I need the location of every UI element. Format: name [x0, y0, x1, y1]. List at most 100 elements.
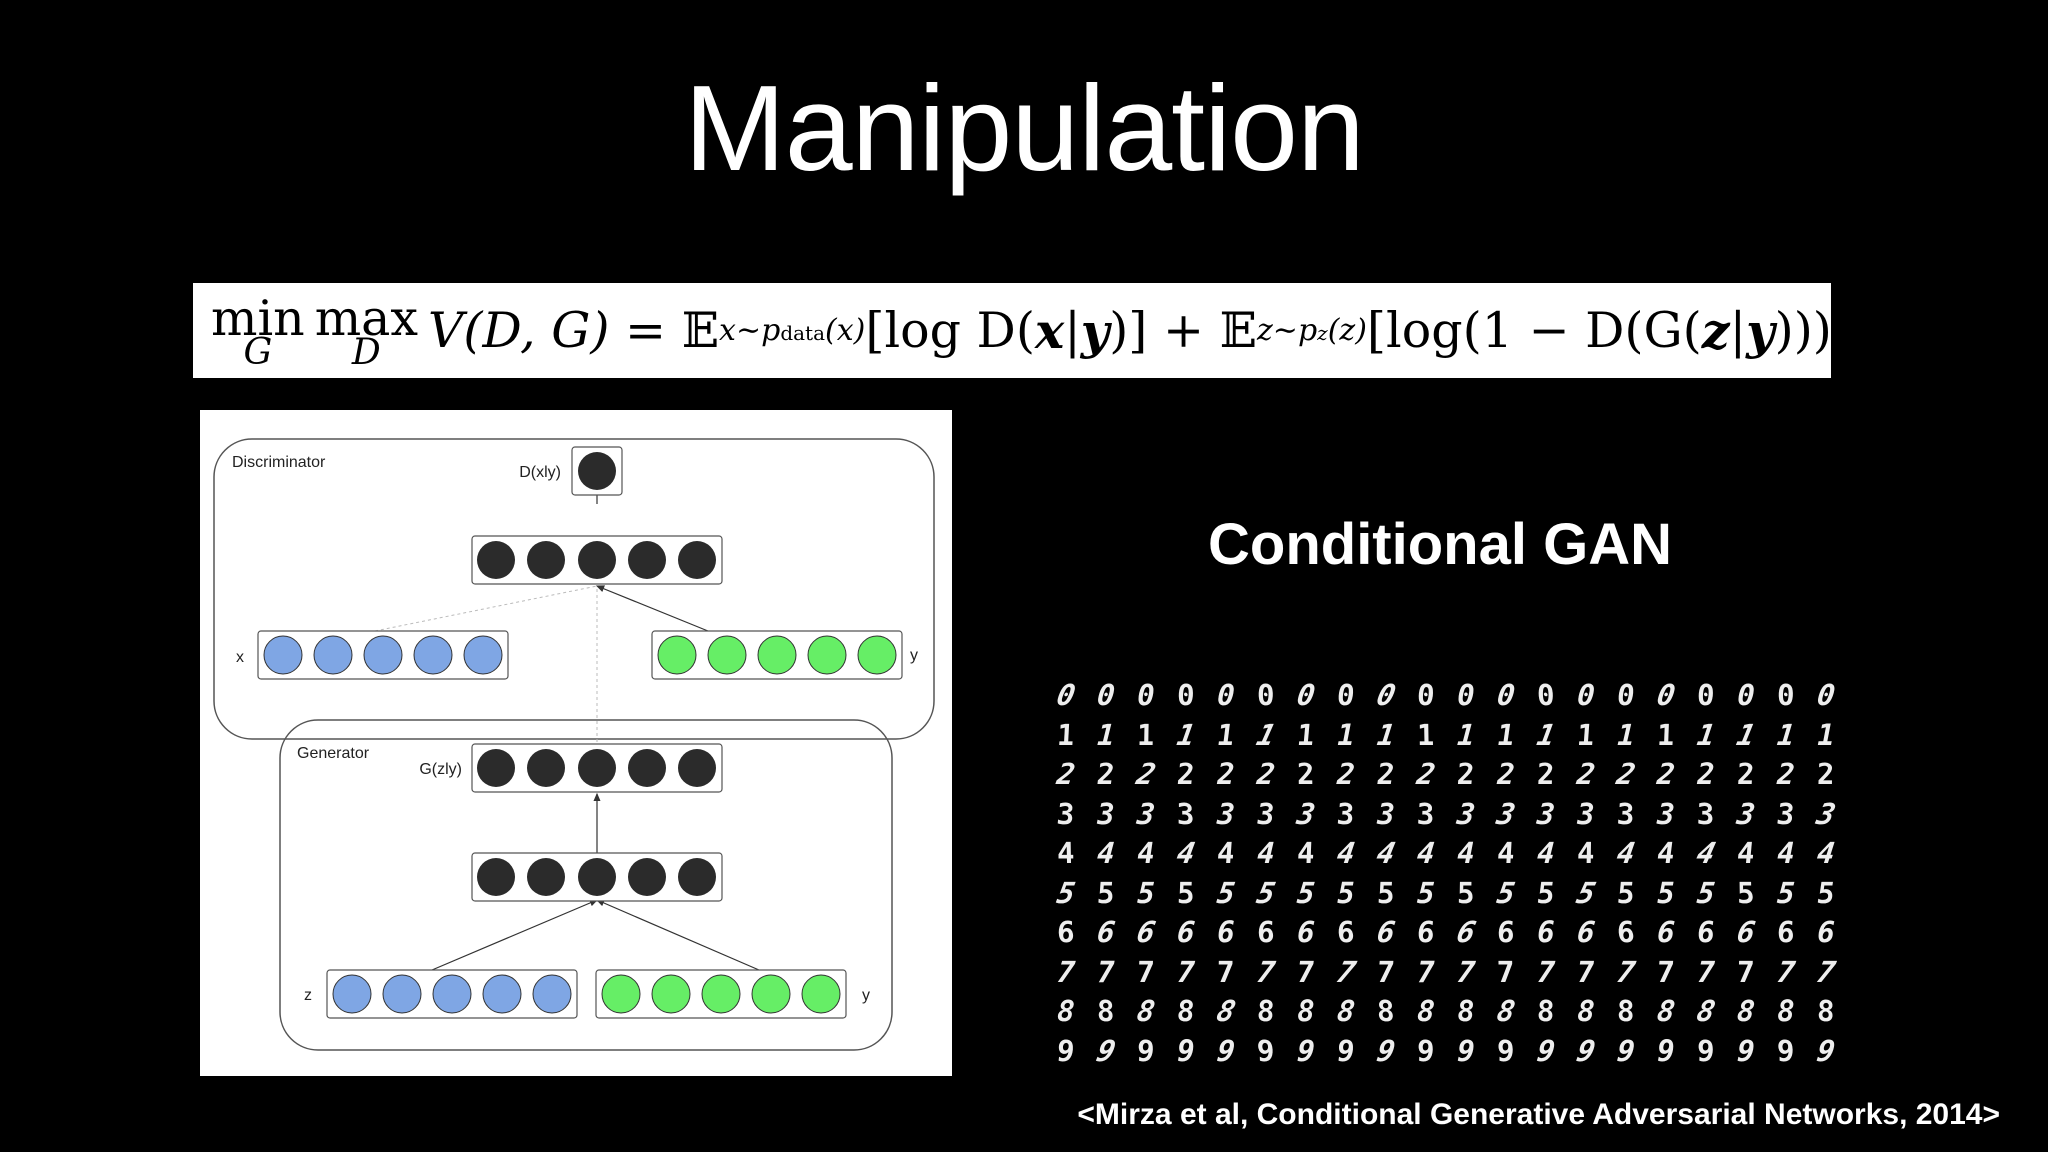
d-hidden-node — [628, 541, 666, 579]
generated-digit: 8 — [1176, 994, 1196, 1028]
y-to-g-hidden-arrow — [595, 899, 760, 971]
generated-digit: 2 — [1293, 757, 1319, 791]
generated-digit: 4 — [1735, 836, 1757, 870]
generated-digit: 3 — [1535, 796, 1557, 831]
x-node — [463, 635, 503, 675]
g-output-node — [678, 749, 716, 787]
x-node — [413, 635, 453, 675]
generated-digit: 4 — [1294, 836, 1318, 870]
generated-digit: 4 — [1215, 836, 1237, 870]
x-to-d-hidden-link — [374, 585, 598, 632]
generated-digit: 8 — [1094, 994, 1118, 1028]
generated-digit: 6 — [1816, 915, 1836, 949]
e2-sub-arg: (z) — [1327, 313, 1367, 348]
generated-digit: 1 — [1817, 717, 1835, 752]
generated-digit: 9 — [1336, 1033, 1356, 1068]
generated-digit: 9 — [1296, 1033, 1316, 1068]
generated-digit: 9 — [1814, 1033, 1838, 1068]
term-1-open: [log D( — [865, 302, 1035, 359]
max-operator: max D — [314, 289, 419, 371]
generated-digit: 7 — [1375, 954, 1397, 989]
y-node — [701, 974, 741, 1014]
generated-digit: 5 — [1054, 875, 1078, 910]
generated-digit: 9 — [1253, 1033, 1279, 1068]
x-node — [263, 635, 303, 675]
generated-digit: 8 — [1614, 994, 1638, 1028]
generated-digit: 1 — [1253, 717, 1280, 752]
max-word: max — [314, 289, 419, 347]
generated-digit: 3 — [1376, 796, 1396, 831]
generated-digit: 3 — [1135, 796, 1157, 831]
var-z: z — [1701, 301, 1730, 360]
cgan-architecture-diagram: Discriminator Generator D(xly) — [200, 410, 952, 1076]
generated-digit: 5 — [1816, 875, 1836, 910]
generated-digit: 2 — [1336, 757, 1356, 791]
generated-digit: 5 — [1374, 875, 1398, 910]
citation: <Mirza et al, Conditional Generative Adv… — [1077, 1098, 2000, 1131]
generated-digit: 5 — [1095, 875, 1117, 910]
y-node — [601, 974, 641, 1014]
generated-digit: 4 — [1777, 836, 1795, 870]
generated-digit: 2 — [1096, 757, 1116, 791]
generated-digit: 1 — [1337, 717, 1355, 752]
generated-digit: 7 — [1097, 954, 1115, 989]
generated-digit: 5 — [1253, 875, 1279, 910]
g-hidden-node — [578, 858, 616, 896]
generated-digit: 1 — [1375, 717, 1397, 752]
y-node — [707, 635, 747, 675]
generated-digit: 0 — [1814, 678, 1838, 712]
generated-digit: 2 — [1734, 757, 1758, 791]
x-input-layer — [263, 635, 503, 675]
generated-digit: 6 — [1696, 915, 1716, 949]
generated-digit: 0 — [1095, 678, 1117, 712]
generated-digit: 5 — [1136, 875, 1156, 910]
generated-digit: 0 — [1576, 678, 1596, 712]
d-hidden-node — [527, 541, 565, 579]
generated-digit: 3 — [1216, 796, 1236, 831]
generated-digit: 9 — [1694, 1033, 1718, 1068]
generated-digit: 9 — [1657, 1033, 1675, 1068]
generated-digit: 1 — [1174, 717, 1198, 752]
generated-digit: 6 — [1775, 915, 1797, 949]
generated-digit: 5 — [1536, 875, 1556, 910]
generated-digit: 9 — [1135, 1033, 1157, 1068]
expectation-1: 𝔼 — [681, 302, 720, 359]
var-x: x — [1034, 301, 1065, 360]
generated-digit: 1 — [1496, 717, 1516, 752]
generated-digit: 4 — [1457, 836, 1475, 870]
g-output-node — [628, 749, 666, 787]
y-node — [751, 974, 791, 1014]
generated-digit: 0 — [1495, 678, 1517, 712]
expectation-1-subscript: x∼pdata(x) — [719, 313, 865, 348]
generated-digit: 1 — [1295, 717, 1317, 752]
e2-sub-main: z∼p — [1257, 313, 1318, 348]
generated-digit: 6 — [1334, 915, 1358, 949]
generator-label: Generator — [297, 745, 370, 762]
generated-digit: 5 — [1657, 875, 1675, 910]
generated-digit: 4 — [1136, 836, 1156, 870]
generated-digit: 1 — [1575, 717, 1597, 752]
generated-digit: 6 — [1254, 915, 1278, 949]
generated-digit: 0 — [1174, 678, 1198, 712]
generated-digit: 8 — [1494, 994, 1518, 1028]
generated-digit: 4 — [1614, 836, 1638, 870]
generated-digit: 8 — [1576, 994, 1596, 1028]
generated-digit: 8 — [1213, 994, 1240, 1028]
generated-digit: 8 — [1735, 994, 1757, 1028]
generated-digit: 2 — [1255, 757, 1277, 791]
generated-digit: 4 — [1256, 836, 1276, 870]
bar-2: | — [1729, 302, 1747, 359]
y-bottom-label: y — [862, 987, 870, 1004]
y-top-label: y — [910, 647, 918, 664]
generated-digit: 7 — [1813, 954, 1839, 989]
var-y-2: y — [1746, 301, 1775, 360]
generated-digit: 0 — [1736, 678, 1756, 712]
z-label: z — [304, 987, 312, 1004]
section-subtitle: Conditional GAN — [1208, 512, 1672, 577]
term-2-close: ))))]. — [1774, 302, 1886, 359]
d-hidden-node — [477, 541, 515, 579]
